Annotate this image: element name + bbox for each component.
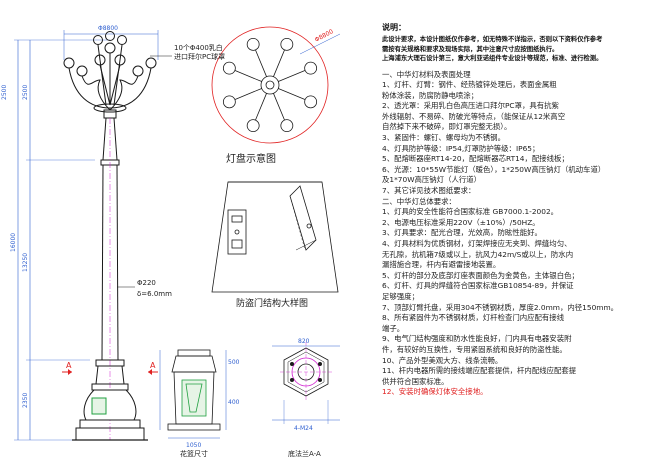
note-line: 1、灯具的安全性能符合国家标准 GB7000.1-2002。	[382, 207, 559, 217]
section-caption: 底法兰A-A	[288, 449, 321, 458]
note-line: 粉体涂装，防腐防静电喷涂；	[382, 90, 479, 100]
section-a-a	[272, 342, 340, 424]
note-line: 7、其它详见技术图纸要求：	[382, 186, 476, 196]
section-mark-left: A	[66, 361, 72, 370]
note-line: 11、杆内电器所需的接线端应配套提供，杆内配线应配套提	[382, 366, 577, 376]
note-line: 5、灯杆的部分及底部灯座表面颜色为金黄色，主体银白色；	[382, 270, 579, 280]
notes-title: 说明：	[382, 23, 406, 32]
base-dim-2: 500	[228, 359, 240, 366]
lamp-note-line2: 进口拜尔PC球罩	[174, 52, 225, 61]
note-line: 漏措施合理，杆内有避雷接地装置。	[382, 260, 501, 270]
dim-base-height: 2350	[22, 393, 29, 408]
pole-thickness-label: δ=6.0mm	[137, 290, 172, 298]
pole-base	[72, 389, 148, 441]
note-line: 件，有较好的互换性，专用紧固系统和良好的防盗性能。	[382, 344, 567, 354]
note-line: 足够强度；	[382, 291, 419, 301]
lamp-plate-caption: 灯盘示意图	[226, 152, 276, 165]
base-detail	[159, 349, 227, 439]
dim-height-total: 16000	[10, 233, 17, 252]
note-line: 6、光源：10*55W节能灯（暖色），1*250W高压钠灯（机动车道）	[382, 164, 606, 174]
door-caption: 防盗门结构大样图	[236, 297, 308, 309]
notes-header-line: 需按有关规格和要求及现场实际，其中注意尺寸应按图纸执行。	[382, 45, 559, 53]
dim-height-pole: 13250	[22, 253, 29, 272]
note-line: 7、顶部灯臂托盘，采用304不锈钢材质，厚度2.0mm，内径150mm。	[382, 302, 619, 312]
note-line: 供并符合国家标准。	[382, 376, 449, 386]
note-line: 4、灯具防护等级：IP54,灯罩防护等级：IP65；	[382, 143, 540, 153]
section-dim-1: 820	[298, 338, 310, 345]
plate-globe	[246, 119, 260, 133]
note-line: 1、灯杆、灯臂：钢件、经热镀锌处理后，表面金属粗	[382, 80, 557, 90]
base-dim-1: 1050	[186, 442, 201, 449]
globe-cluster	[63, 31, 157, 119]
plate-dim-line	[299, 33, 341, 55]
note-line: 无孔隙，抗机箱7级或以上，抗风力42m/S或以上，防水内	[382, 249, 574, 259]
base-dim-3: 400	[228, 399, 240, 406]
plate-dim-label: Φ8800	[314, 28, 335, 44]
note-line: 10、产品外型美观大方、线条流畅。	[382, 355, 503, 365]
notes-header-line: 上海浦东大理石设计第三，意大利亚诺组件专业设计等规范，标准、进行检测。	[382, 55, 603, 62]
design-notes: 说明： 此设计要求，本设计图纸仅作参考，如无特殊不详指示，否则以下资料仅作参考需…	[382, 22, 664, 398]
note-line: 8、所有紧固件为不锈钢材质，灯杆检查门内应配有接线	[382, 313, 565, 323]
note-line: 自然掉下来不破碎，即灯罩完整无损）。	[382, 122, 512, 132]
section-dim-2: 4-M24	[294, 425, 313, 432]
pole-diameter-label: Φ220	[137, 279, 156, 287]
notes-header-block: 此设计要求，本设计图纸仅作参考，如无特殊不详指示，否则以下资料仅作参考需按有关规…	[382, 35, 664, 64]
section-marker-a	[62, 369, 158, 375]
lamp-note-line1: 10个Φ400乳白	[174, 43, 223, 52]
plate-globe	[222, 95, 236, 109]
section-mark-right: A	[150, 361, 156, 370]
note-line: 3、灯具要求：配光合理，光效高，防眩性能好。	[382, 228, 542, 238]
note-line: 2、电源电压标准采用220V（±10%）/50HZ。	[382, 217, 540, 227]
note-line: 3、紧固件：螺钉、螺母均为不锈钢。	[382, 133, 505, 143]
plate-globe	[222, 61, 236, 75]
plate-globe	[304, 95, 318, 109]
lamp-plate	[211, 26, 329, 144]
note-line: 及1*70W高压钠灯（人行道）	[382, 175, 482, 185]
base-caption: 花篮尺寸	[180, 449, 208, 458]
note-line: 二、中华灯总体要求：	[382, 196, 456, 206]
lamp-elevation	[14, 30, 172, 441]
note-line: 5、配熔断器座RT14-20，配熔断器芯RT14，配接线板；	[382, 154, 569, 164]
plate-globe	[246, 37, 260, 51]
door-detail	[211, 181, 339, 293]
plate-globe	[304, 61, 318, 75]
dim-height-top: 2500	[1, 85, 8, 100]
note-line: 12、安装时确保灯体安全接地。	[382, 387, 488, 397]
note-line: 9、电气门结构强度和防水性能良好，门内具有电器安装附	[382, 334, 572, 344]
note-line: 一、中华灯材料及表面处理	[382, 69, 471, 79]
plate-globe	[280, 37, 294, 51]
dim-height-top-inner: 2500	[22, 85, 29, 100]
dim-top-width: Φ8800	[98, 25, 118, 32]
note-line: 端子。	[382, 323, 405, 333]
note-line: 4、灯具材料为优质钢材，灯架焊接应无夹到、焊缝均匀、	[382, 239, 572, 248]
pole	[100, 117, 120, 440]
plate-globe	[280, 119, 294, 133]
notes-header-line: 此设计要求，本设计图纸仅作参考，如无特殊不详指示，否则以下资料仅作参考	[382, 36, 603, 43]
note-line: 6、灯杆、灯具的焊缝符合国家标准GB10854-89，并保证	[382, 281, 574, 291]
plate-arms	[222, 37, 318, 133]
note-line: 2、透光罩：采用乳白色高压进口拜尔PC罩，具有抗紫	[382, 101, 559, 111]
note-line: 外线辐射、不易碎、防破光等特点，（能保证从12米高空	[382, 111, 566, 121]
